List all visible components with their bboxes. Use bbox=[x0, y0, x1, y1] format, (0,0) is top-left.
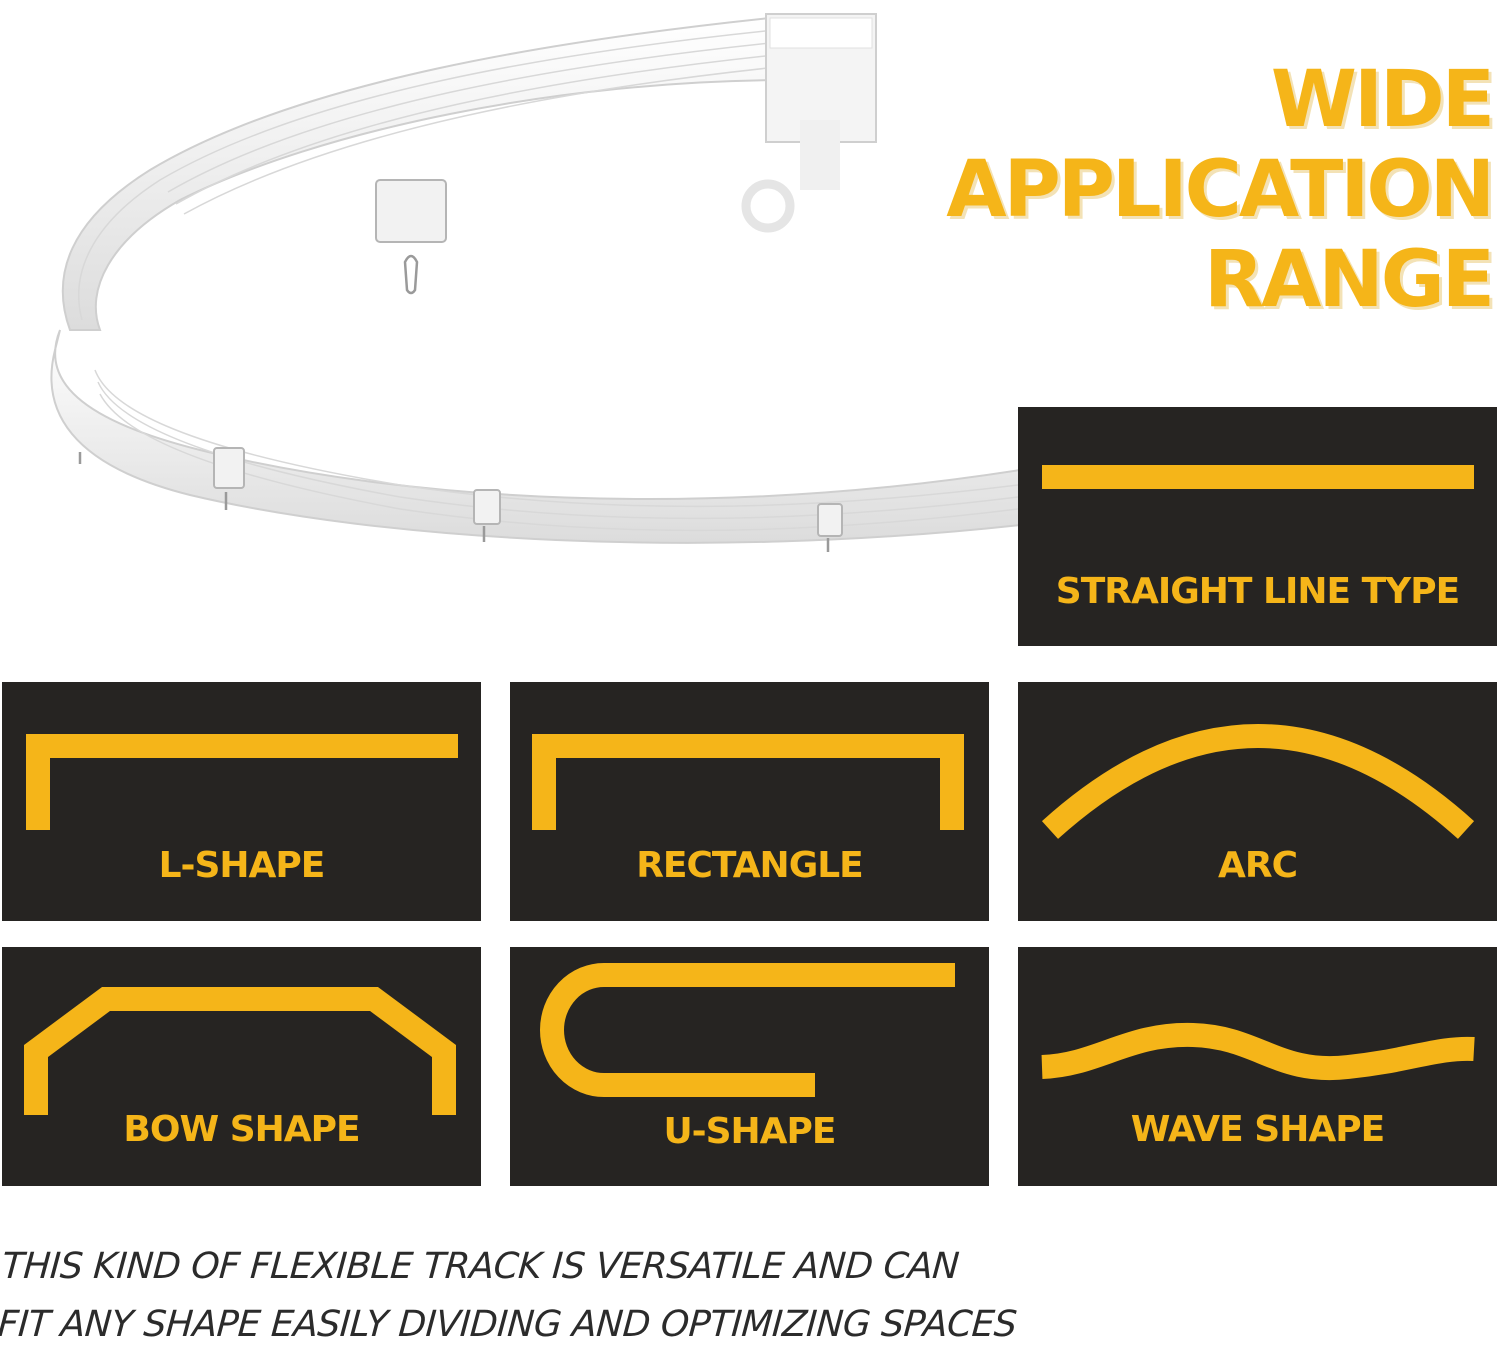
arc-icon bbox=[1041, 724, 1475, 839]
caption-line-1: THIS KIND OF FLEXIBLE TRACK IS VERSATILE… bbox=[0, 1246, 961, 1287]
u-shape-label: U-SHAPE bbox=[663, 1111, 836, 1152]
rectangle-icon bbox=[532, 734, 964, 830]
l-shape-icon bbox=[26, 734, 458, 830]
rectangle-label: RECTANGLE bbox=[636, 845, 864, 886]
caption-line-2: FIT ANY SHAPE EASILY DIVIDING AND OPTIMI… bbox=[0, 1304, 1018, 1345]
bow-shape-card: BOW SHAPE bbox=[2, 947, 481, 1186]
headline-line-2: APPLICATION bbox=[946, 145, 1495, 235]
u-shape-icon bbox=[540, 963, 955, 1097]
curtain-track-image bbox=[50, 13, 1020, 552]
straight-line-icon bbox=[1042, 465, 1474, 489]
u-shape-card: U-SHAPE bbox=[510, 947, 989, 1186]
straight-line-card: STRAIGHT LINE TYPE bbox=[1018, 407, 1497, 646]
wave-shape-label: WAVE SHAPE bbox=[1130, 1109, 1385, 1150]
l-shape-card: L-SHAPE bbox=[2, 682, 481, 921]
straight-line-label: STRAIGHT LINE TYPE bbox=[1055, 571, 1460, 612]
rectangle-card: RECTANGLE bbox=[510, 682, 989, 921]
arc-label: ARC bbox=[1217, 845, 1298, 886]
caption: THIS KIND OF FLEXIBLE TRACK IS VERSATILE… bbox=[0, 1238, 1022, 1354]
headline: WIDE APPLICATION RANGE bbox=[946, 55, 1495, 325]
arc-card: ARC bbox=[1018, 682, 1497, 921]
headline-line-3: RANGE bbox=[1203, 235, 1495, 325]
bow-shape-label: BOW SHAPE bbox=[123, 1109, 360, 1150]
l-shape-label: L-SHAPE bbox=[158, 845, 326, 886]
bow-shape-icon bbox=[24, 987, 456, 1115]
headline-line-1: WIDE bbox=[1270, 55, 1495, 145]
wave-shape-card: WAVE SHAPE bbox=[1018, 947, 1497, 1186]
wave-shape-icon bbox=[1041, 1022, 1475, 1081]
